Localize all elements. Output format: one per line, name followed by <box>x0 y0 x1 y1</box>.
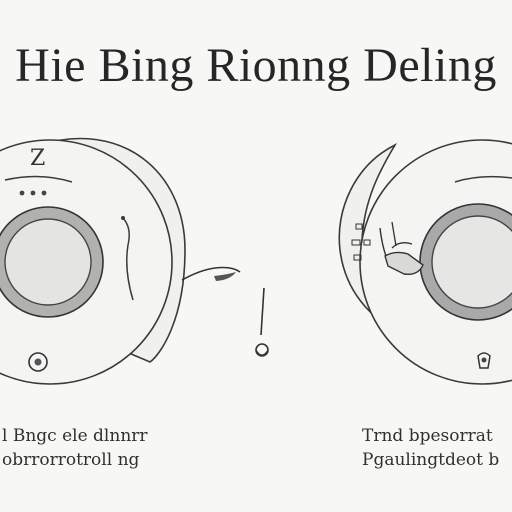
left-device-top-glyph: Z <box>30 146 45 171</box>
right-device-bottom-icon <box>477 352 491 369</box>
left-device-arc-detail <box>4 175 73 183</box>
right-device <box>338 139 512 385</box>
left-device-inner-disc <box>4 218 92 306</box>
right-device-inner-disc <box>431 215 512 309</box>
left-caption: l Bngc ele dlnnrr obrrorrotroll ng <box>2 424 148 472</box>
right-caption-line-2: Pgaulingtdeot b <box>362 450 500 470</box>
center-small-ring <box>255 343 269 357</box>
center-connector-details <box>181 266 269 357</box>
center-wire-tip <box>214 272 236 281</box>
right-caption: Trnd bpesorrat Pgaulingtdeot b <box>362 424 499 472</box>
right-device-side-markers <box>351 223 371 261</box>
left-caption-line-1: l Bngc ele dlnnrr <box>2 426 148 446</box>
left-device-indicators <box>19 190 47 196</box>
left-device-side-cable <box>122 217 134 301</box>
center-vertical-line <box>260 287 265 336</box>
left-device: Z <box>0 137 186 385</box>
center-wire-lead <box>181 266 241 281</box>
left-device-bottom-knob-icon <box>28 352 48 372</box>
diagram-title: Hie Bing Rionng Deling <box>15 39 497 92</box>
right-device-hand-icon <box>379 221 424 275</box>
right-caption-line-1: Trnd bpesorrat <box>362 426 493 446</box>
right-device-arc-detail <box>454 175 512 183</box>
left-caption-line-2: obrrorrotroll ng <box>2 450 140 470</box>
